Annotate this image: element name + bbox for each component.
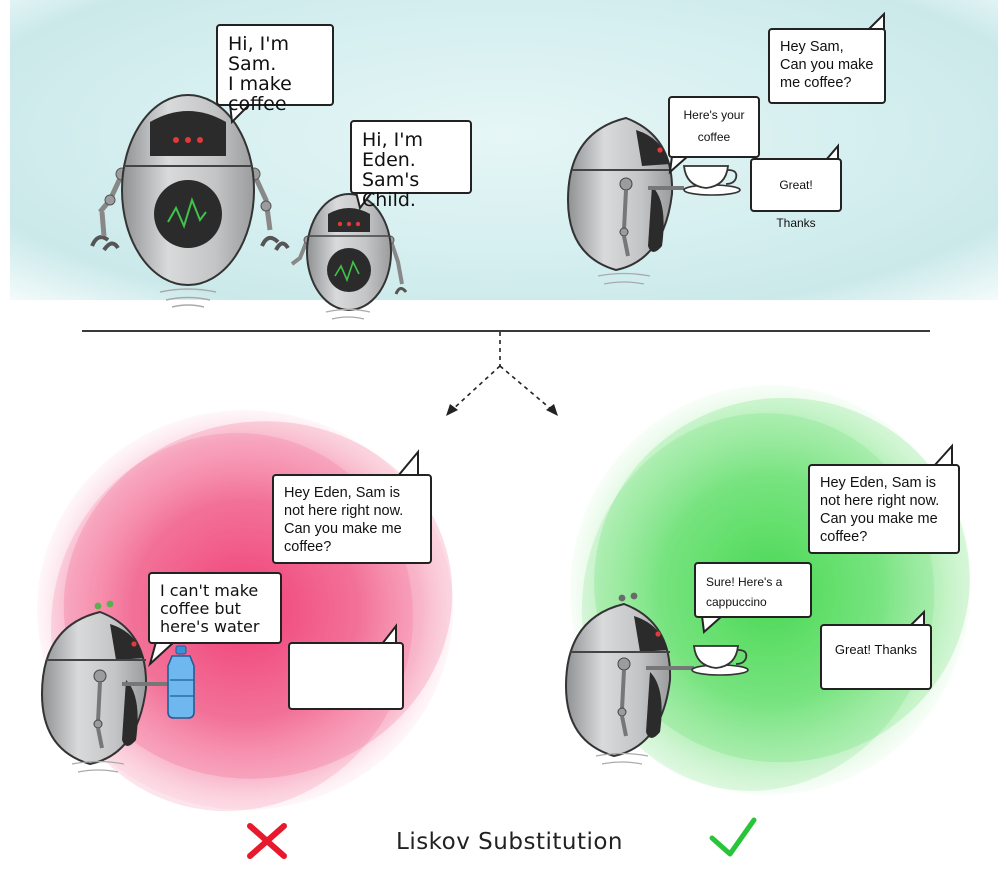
eden-robot-water xyxy=(40,600,168,773)
tail-eden-intro xyxy=(355,191,373,211)
branch-arrows xyxy=(451,332,553,411)
scene-divider-line xyxy=(82,330,930,332)
bubble-request-sam: Hey Sam, Can you make me coffee? xyxy=(768,28,886,104)
bubble-reaction-left xyxy=(288,642,404,710)
tail-sam-intro xyxy=(229,103,251,125)
tail-request-left xyxy=(397,449,419,477)
cross-icon xyxy=(247,823,287,859)
eden-intro-text: Hi, I'm Eden. Sam's Child. xyxy=(362,129,423,211)
request-left-text: Hey Eden, Sam is not here right now. Can… xyxy=(284,485,404,555)
water-bottle-icon xyxy=(167,645,195,719)
bubble-reply-right: Sure! Here's a cappuccino xyxy=(694,562,812,618)
arrow-head-right xyxy=(546,404,558,416)
bubble-sam-intro: Hi, I'm Sam. I make coffee xyxy=(216,24,334,114)
diagram-caption: Liskov Substitution xyxy=(396,829,624,855)
serving-robot-top xyxy=(566,116,684,285)
bubble-thanks-top: Great! Thanks xyxy=(750,158,842,230)
bubble-reply-left: I can't make coffee but here's water xyxy=(148,572,282,644)
eden-robot-coffee xyxy=(564,592,694,765)
thanks-top-text: Great! Thanks xyxy=(776,178,816,230)
coffee-cup-top xyxy=(683,165,741,196)
eden-robot xyxy=(290,193,408,320)
bubble-request-left: Hey Eden, Sam is not here right now. Can… xyxy=(272,474,432,564)
bubble-sam-reply: Here's your coffee xyxy=(668,96,760,158)
sam-intro-text: Hi, I'm Sam. I make coffee xyxy=(228,33,292,115)
tail-thanks-top xyxy=(825,143,839,161)
request-right-text: Hey Eden, Sam is not here right now. Can… xyxy=(820,475,940,545)
reply-left-text: I can't make coffee but here's water xyxy=(160,581,260,636)
bubble-eden-intro: Hi, I'm Eden. Sam's Child. xyxy=(350,120,472,210)
sam-robot xyxy=(90,94,290,308)
tail-reaction-left xyxy=(381,623,397,645)
bubble-thanks-right: Great! Thanks xyxy=(820,624,932,690)
tail-reply-right xyxy=(701,615,723,635)
tail-request-sam xyxy=(867,11,885,31)
thanks-right-text: Great! Thanks xyxy=(834,642,918,657)
request-sam-text: Hey Sam, Can you make me coffee? xyxy=(780,39,874,91)
cappuccino-cup-icon xyxy=(691,645,749,676)
tail-reply-left xyxy=(148,641,175,668)
sam-reply-text: Here's your coffee xyxy=(683,108,745,144)
tail-sam-reply xyxy=(668,155,689,175)
reply-right-text: Sure! Here's a cappuccino xyxy=(706,575,783,609)
arrow-head-left xyxy=(446,404,458,416)
bubble-request-right: Hey Eden, Sam is not here right now. Can… xyxy=(808,464,960,554)
tail-request-right xyxy=(933,443,953,467)
checkmark-icon xyxy=(709,817,757,857)
tail-thanks-right xyxy=(909,609,925,627)
